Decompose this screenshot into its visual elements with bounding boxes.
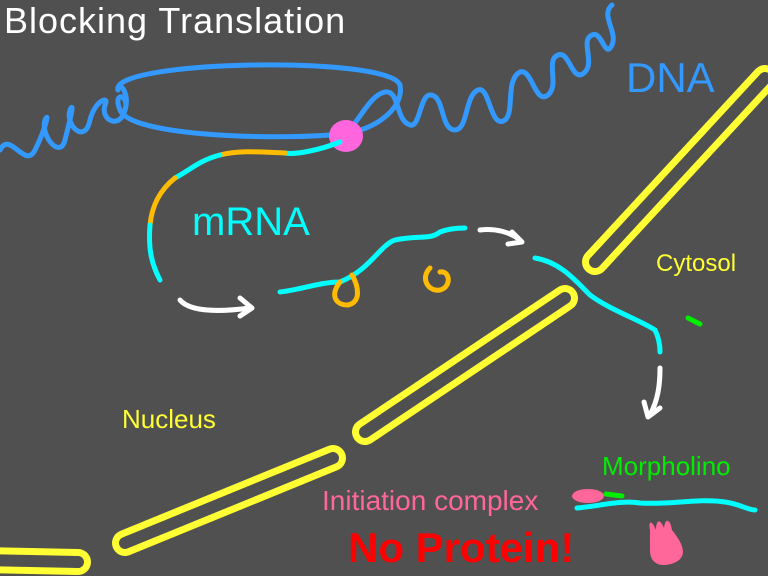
flow-arrows — [177, 227, 663, 420]
mrna-strand-nucleus — [147, 139, 468, 308]
label-initiation-complex: Initiation complex — [322, 485, 539, 516]
label-morpholino: Morpholino — [602, 451, 731, 481]
label-no-protein: No Protein! — [348, 524, 575, 571]
label-mrna: mRNA — [192, 200, 310, 244]
label-cytosol: Cytosol — [656, 250, 737, 277]
rna-polymerase — [329, 120, 363, 152]
morpholino-free — [685, 315, 703, 327]
morpholino-bound — [603, 491, 625, 499]
initiation-complex-shape — [572, 489, 604, 503]
blocked-ribosome-icon — [649, 520, 684, 566]
page-title: Blocking Translation — [4, 0, 347, 41]
nuclear-membrane — [0, 65, 768, 575]
label-dna: DNA — [626, 54, 715, 101]
mrna-strand-cytosol — [574, 498, 758, 513]
label-nucleus: Nucleus — [122, 404, 216, 434]
mrna-strand-exported — [532, 255, 663, 355]
